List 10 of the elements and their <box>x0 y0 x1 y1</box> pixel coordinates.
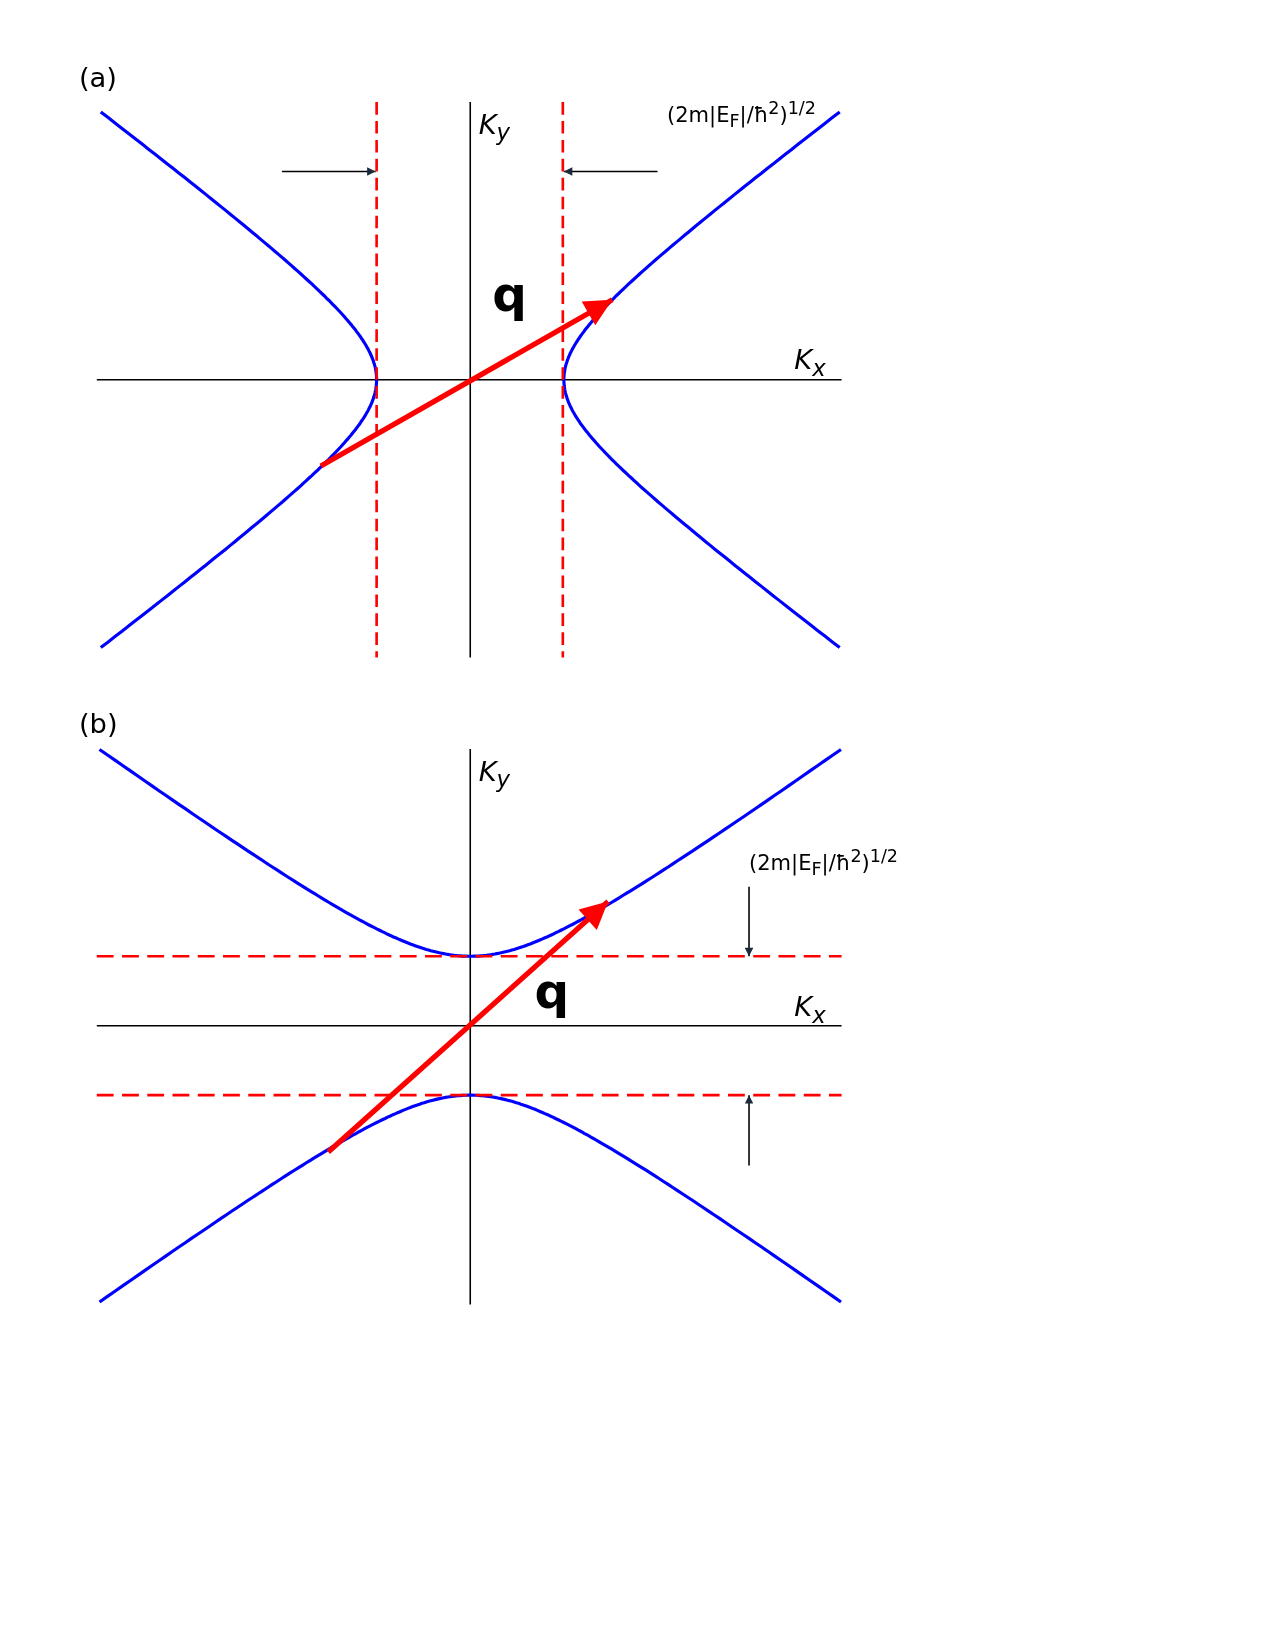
panel-label: (b) <box>78 709 118 740</box>
axis-label: K$_{y}$ <box>478 756 511 793</box>
axis-label: K$_{x}$ <box>794 345 826 381</box>
formula-label: (2m|E$_{F}$|/ħ$^{2}$)$^{1/2}$ <box>666 98 816 132</box>
axis-label: K$_{y}$ <box>478 109 511 146</box>
panel-label: (a) <box>78 63 117 94</box>
formula-label: (2m|E$_{F}$|/ħ$^{2}$)$^{1/2}$ <box>749 846 898 880</box>
vector-label: q <box>534 964 570 1018</box>
axis-label: K$_{x}$ <box>794 992 826 1028</box>
vector-label: q <box>492 268 527 322</box>
